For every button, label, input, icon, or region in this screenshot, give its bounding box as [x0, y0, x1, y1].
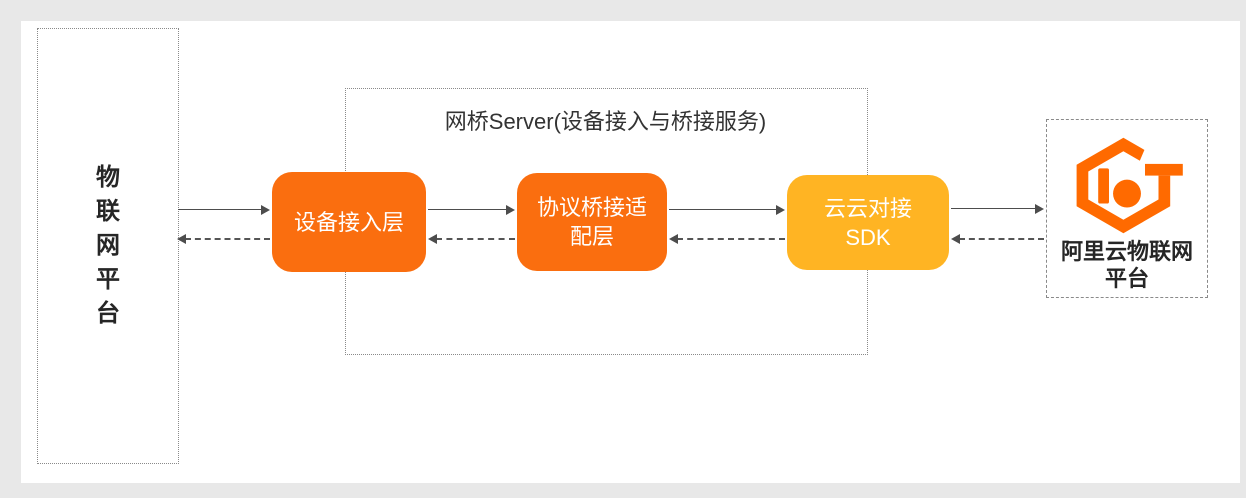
aliyun-iot-platform-box: 阿里云物联网 平台	[1046, 119, 1208, 298]
iot-platform-label: 物 联 网 平 台	[96, 164, 120, 327]
arrow-forward-2	[428, 205, 515, 215]
arrow-backward-3	[669, 234, 785, 244]
protocol-bridge-adapter-layer-box: 协议桥接适 配层	[517, 173, 667, 271]
device-access-layer-box: 设备接入层	[272, 172, 426, 272]
arrow-forward-3	[669, 205, 785, 215]
arrow-right-icon	[261, 205, 270, 215]
arrow-right-icon	[1035, 204, 1044, 214]
arrow-left-icon	[951, 234, 960, 244]
aliyun-iot-icon	[1076, 136, 1183, 234]
arrow-backward-2	[428, 234, 515, 244]
device-access-layer-label: 设备接入层	[293, 209, 404, 235]
arrow-right-icon	[776, 205, 785, 215]
cloud-cloud-sdk-label: 云云对接 SDK	[823, 195, 912, 250]
arrow-right-icon	[506, 205, 515, 215]
arrow-forward-1	[178, 205, 270, 215]
arrow-left-icon	[428, 234, 437, 244]
arrow-left-icon	[177, 234, 186, 244]
arrow-left-icon	[669, 234, 678, 244]
iot-platform-box: 物 联 网 平 台	[37, 28, 179, 464]
aliyun-iot-platform-label: 阿里云物联网 平台	[1060, 239, 1193, 291]
arrow-backward-4	[951, 234, 1044, 244]
bridge-server-title: 网桥Server(设备接入与桥接服务)	[444, 109, 767, 134]
cloud-cloud-sdk-box: 云云对接 SDK	[787, 175, 949, 270]
protocol-bridge-adapter-layer-label: 协议桥接适 配层	[536, 195, 647, 249]
arrow-forward-4	[951, 204, 1044, 214]
arrow-backward-1	[177, 234, 270, 244]
